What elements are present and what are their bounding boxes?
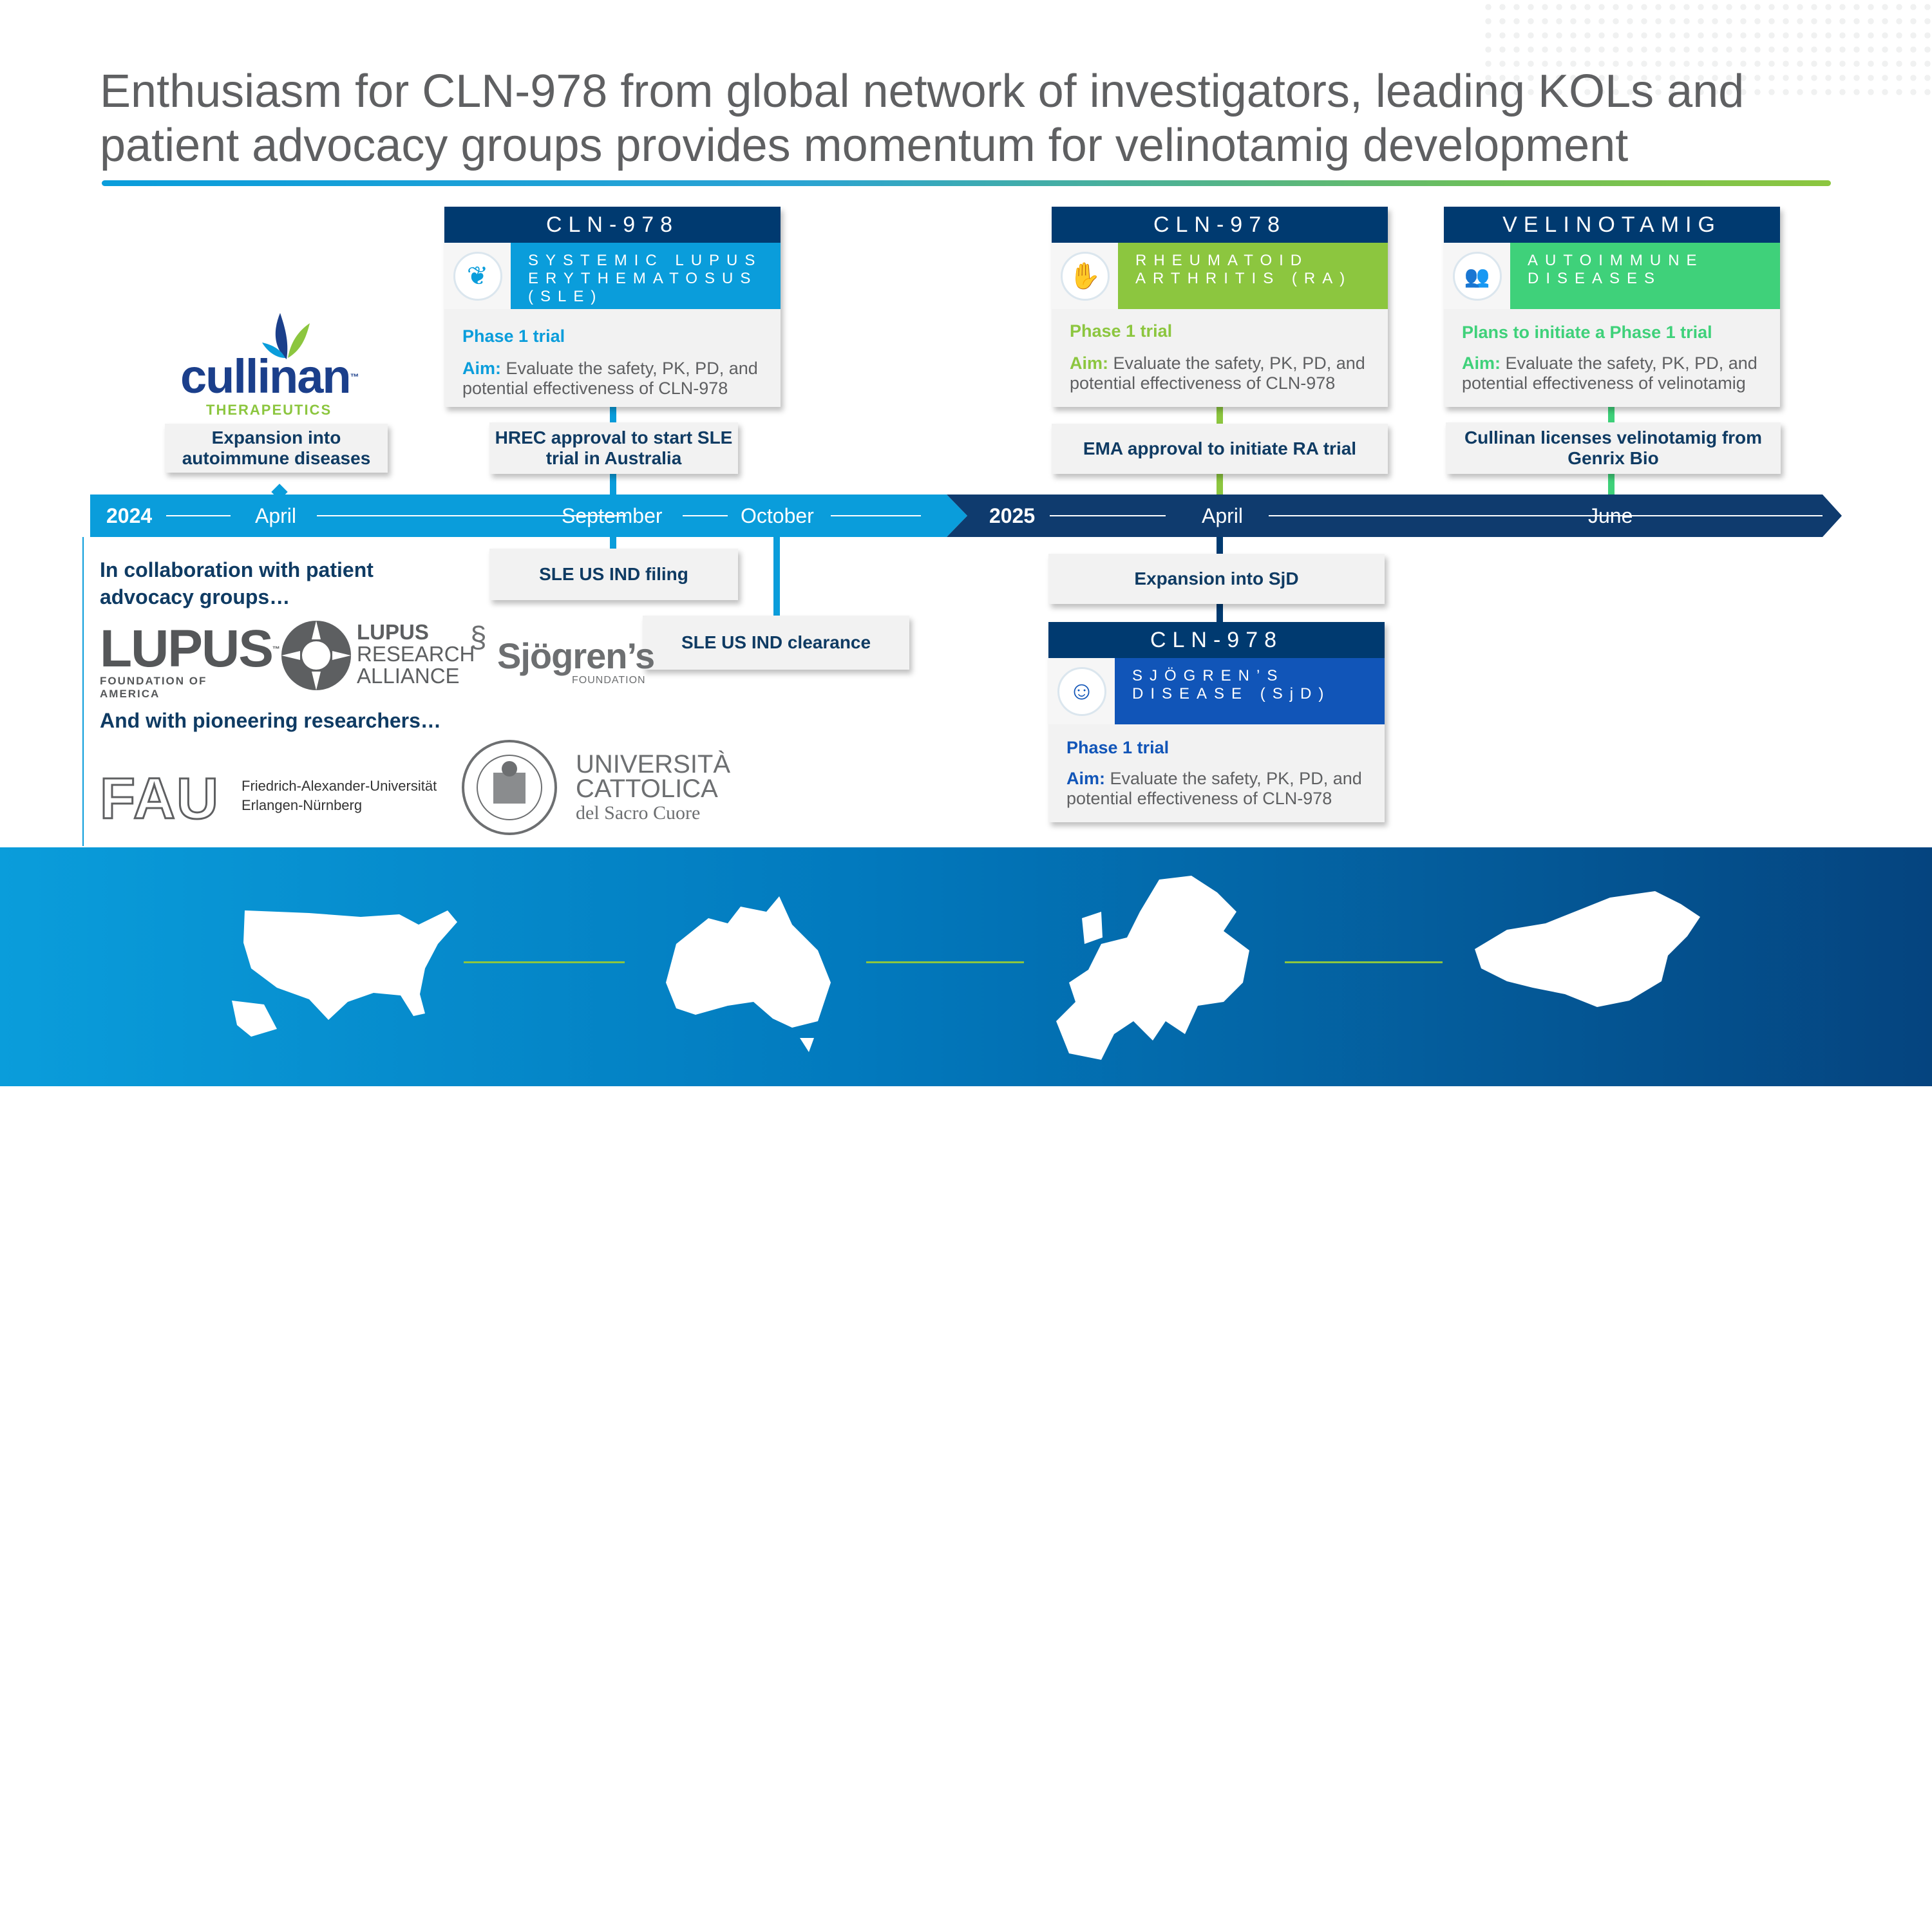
patient-icon: ☺ <box>1048 658 1115 724</box>
connector-license <box>1608 474 1615 495</box>
copyright: © CULLINAN THERAPEUTICS, INC. ALL RIGHTS… <box>1505 1908 1837 1921</box>
lupus-research-alliance-logo: LUPUS RESEARCH ALLIANCE <box>281 620 475 691</box>
event-sle-ind-clearance: SLE US IND clearance <box>643 616 909 670</box>
decorative-dots <box>1481 0 1932 97</box>
title-line-2: patient advocacy groups provides momentu… <box>100 120 1629 171</box>
card-header: CLN-978 <box>1048 622 1385 658</box>
usa-map-icon <box>232 910 457 1037</box>
map-connector <box>866 961 1024 963</box>
connector-sle-card <box>610 407 616 425</box>
timeline-april-2024: April <box>255 504 297 527</box>
timeline-segment <box>683 515 728 516</box>
card-ra: CLN-978 ✋ RHEUMATOID ARTHRITIS (RA) Phas… <box>1052 207 1388 407</box>
indication-band: ❦ SYSTEMIC LUPUS ERYTHEMATOSUS (SLE) <box>444 243 781 309</box>
timeline-april-2025: April <box>1202 504 1244 527</box>
timeline-bar: 2024 April September October 2025 April … <box>90 495 1842 537</box>
map-connector <box>464 961 625 963</box>
aim-text: Aim: Evaluate the safety, PK, PD, and po… <box>1462 353 1757 393</box>
indication-band: ✋ RHEUMATOID ARTHRITIS (RA) <box>1052 243 1388 309</box>
event-autoimmune-expansion: Expansion into autoimmune diseases <box>165 424 388 473</box>
leaf-icon <box>262 313 310 359</box>
phase-label: Phase 1 trial <box>1066 738 1170 757</box>
indication-label: SYSTEMIC LUPUS ERYTHEMATOSUS (SLE) <box>528 252 762 305</box>
title-line-1: Enthusiasm for CLN-978 from global netwo… <box>100 66 1745 117</box>
event-hrec-approval: HREC approval to start SLE trial in Aust… <box>489 422 738 474</box>
timeline-segment <box>317 515 626 516</box>
seal-icon <box>462 740 557 835</box>
china-map-icon <box>1475 891 1700 1007</box>
australia-map-icon <box>666 896 831 1052</box>
indication-label: RHEUMATOID ARTHRITIS (RA) <box>1135 252 1352 287</box>
butterfly-icon: ❦ <box>444 243 511 309</box>
lupus-foundation-logo: LUPUS™ FOUNDATION OF AMERICA <box>100 619 280 701</box>
timeline-segment <box>831 515 921 516</box>
phase-label: Plans to initiate a Phase 1 trial <box>1462 323 1712 342</box>
cullinan-logo: cullinan™ THERAPEUTICS <box>180 309 374 418</box>
timeline-year-2025: 2025 <box>989 504 1036 527</box>
timeline-october: October <box>741 504 814 527</box>
people-icon: 👥 <box>1444 243 1510 309</box>
connector-ra-card <box>1217 407 1223 425</box>
aim-text: Aim: Evaluate the safety, PK, PD, and po… <box>1066 769 1362 808</box>
timeline-segment <box>1649 515 1823 516</box>
collab-researchers-heading: And with pioneering researchers… <box>100 709 441 732</box>
timeline-segment <box>1269 515 1649 516</box>
indication-label: SJÖGREN’S DISEASE (SjD) <box>1132 667 1331 702</box>
universita-cattolica-logo: UNIVERSITÀ CATTOLICA del Sacro Cuore <box>461 739 730 836</box>
fau-logo: FAU Friedrich-Alexander-Universität Erla… <box>99 766 437 833</box>
event-license: Cullinan licenses velinotamig from Genri… <box>1446 422 1781 474</box>
aim-text: Aim: Evaluate the safety, PK, PD, and po… <box>1070 353 1365 393</box>
fau-wordmark: FAU <box>99 766 220 833</box>
europe-map-icon <box>1056 876 1249 1060</box>
connector-ema <box>1217 474 1223 495</box>
event-ema-approval: EMA approval to initiate RA trial <box>1052 424 1388 474</box>
timeline-september: September <box>562 504 663 527</box>
connector-sle-ind <box>610 537 616 549</box>
bottom-map-band: 13 © CULLINAN THERAPEUTICS, INC. ALL RIG… <box>0 847 1932 1921</box>
connector-sjd-card <box>1217 604 1223 622</box>
card-sjd: CLN-978 ☺ SJÖGREN’S DISEASE (SjD) Phase … <box>1048 622 1385 822</box>
swirl-icon: § <box>470 620 487 654</box>
event-sle-ind-filing: SLE US IND filing <box>489 549 738 600</box>
event-sjd-expansion: Expansion into SjD <box>1048 554 1385 604</box>
indication-band: 👥 AUTOIMMUNE DISEASES <box>1444 243 1780 309</box>
connector-sjd <box>1217 537 1223 554</box>
lra-circle-icon <box>281 621 351 690</box>
page-number: 13 <box>1817 1874 1837 1893</box>
card-header: CLN-978 <box>444 207 781 243</box>
collab-divider <box>82 537 84 846</box>
connector-sle-clearance <box>773 537 780 616</box>
slide-title: Enthusiasm for CLN-978 from global netwo… <box>100 64 1839 173</box>
connector-hrec <box>610 474 616 495</box>
timeline-segment <box>166 515 231 516</box>
timeline-segment <box>1050 515 1166 516</box>
map-connector <box>1285 961 1443 963</box>
aim-text: Aim: Evaluate the safety, PK, PD, and po… <box>462 359 758 398</box>
sjogrens-foundation-logo: § Sjögren’s FOUNDATION <box>470 620 655 686</box>
indication-label: AUTOIMMUNE DISEASES <box>1528 252 1704 287</box>
phase-label: Phase 1 trial <box>462 326 565 346</box>
connector-velino-card <box>1608 407 1615 425</box>
card-sle: CLN-978 ❦ SYSTEMIC LUPUS ERYTHEMATOSUS (… <box>444 207 781 407</box>
timeline-year-2024: 2024 <box>106 504 153 527</box>
card-velinotamig: VELINOTAMIG 👥 AUTOIMMUNE DISEASES Plans … <box>1444 207 1780 407</box>
card-header: VELINOTAMIG <box>1444 207 1780 243</box>
phase-label: Phase 1 trial <box>1070 321 1173 341</box>
cullinan-sub: THERAPEUTICS <box>206 402 332 418</box>
cullinan-wordmark: cullinan™ <box>180 350 359 403</box>
indication-band: ☺ SJÖGREN’S DISEASE (SjD) <box>1048 658 1385 724</box>
collab-patient-heading: In collaboration with patient advocacy g… <box>100 558 374 608</box>
hand-icon: ✋ <box>1052 243 1118 309</box>
card-header: CLN-978 <box>1052 207 1388 243</box>
title-underline <box>102 180 1831 186</box>
timeline-june: June <box>1588 504 1633 527</box>
